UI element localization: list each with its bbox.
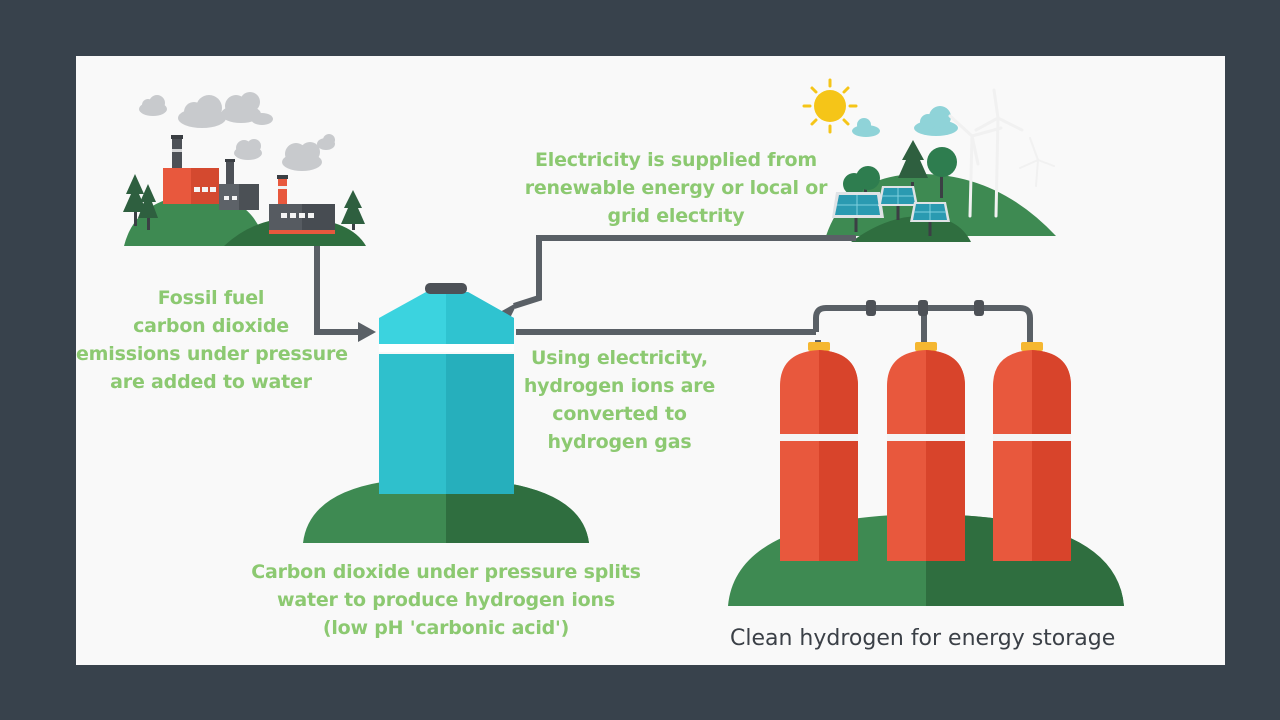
electricity-supply-line: renewable energy or local or	[524, 177, 828, 199]
clean-hydrogen-caption: Clean hydrogen for energy storage	[730, 626, 1116, 651]
factory-icon	[123, 92, 366, 246]
fossil-fuel-line: emissions under pressure	[76, 343, 348, 365]
electricity-supply-line: Electricity is supplied from	[535, 149, 817, 171]
electrolysis-line: converted to	[552, 403, 687, 425]
fossil-fuel-line: are added to water	[110, 371, 312, 393]
electrolysis-line: hydrogen gas	[547, 431, 692, 453]
arrow-icon	[358, 322, 376, 342]
gas-cylinder-icon	[728, 342, 1124, 606]
electricity-supply-line: grid electrity	[607, 205, 745, 227]
carbonic-acid-line: water to produce hydrogen ions	[277, 589, 615, 611]
cloud-icon	[852, 106, 958, 137]
process-diagram	[123, 78, 1124, 606]
electrolysis-line: hydrogen ions are	[523, 375, 716, 397]
sun-icon	[802, 78, 858, 134]
fossil-fuel-label: Fossil fuel carbon dioxide emissions und…	[76, 284, 348, 396]
pipes	[314, 235, 1033, 346]
electricity-supply-label: Electricity is supplied from renewable e…	[516, 146, 836, 230]
electrolysis-line: Using electricity,	[531, 347, 708, 369]
diagram-panel: Fossil fuel carbon dioxide emissions und…	[76, 56, 1225, 665]
fossil-fuel-line: carbon dioxide	[133, 315, 289, 337]
carbonic-acid-line: Carbon dioxide under pressure splits	[251, 561, 641, 583]
water-tank-icon	[303, 283, 589, 543]
carbonic-acid-line: (low pH 'carbonic acid')	[322, 617, 570, 639]
fossil-fuel-line: Fossil fuel	[157, 287, 265, 309]
carbonic-acid-label: Carbon dioxide under pressure splits wat…	[246, 558, 646, 642]
renewable-hill-front	[851, 216, 971, 242]
electrolysis-label: Using electricity, hydrogen ions are con…	[512, 344, 727, 456]
tree-icon	[843, 140, 957, 204]
solar-panel-icon	[832, 186, 950, 236]
wind-turbine-icon	[948, 88, 1055, 218]
